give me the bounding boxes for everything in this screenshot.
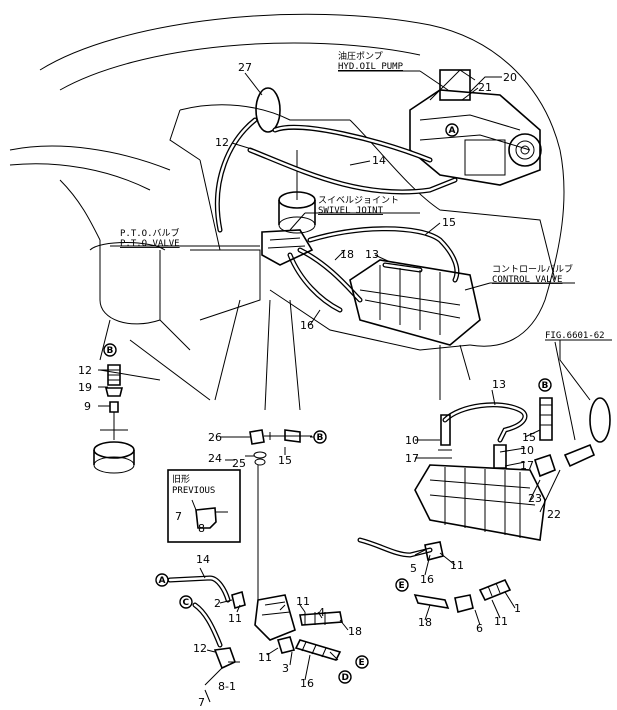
part-6: 6 bbox=[476, 622, 483, 635]
part-13-right: 13 bbox=[492, 378, 506, 391]
text-labels: 油圧ポンプ HYD.OIL PUMP スイベルジョイント SWIVEL JOIN… bbox=[120, 50, 605, 496]
part-1: 1 bbox=[514, 602, 521, 615]
part-18-top: 18 bbox=[340, 248, 354, 261]
ref-a-pump: A bbox=[449, 126, 456, 136]
part-numbers: 20 21 27 12 14 15 18 13 16 12 19 9 26 24… bbox=[78, 61, 561, 709]
ref-b-left: B bbox=[107, 346, 114, 356]
previous-jp-label: 旧形 bbox=[172, 473, 190, 485]
part-8-1: 8-1 bbox=[218, 680, 236, 693]
part-8-prev: 8 bbox=[198, 522, 205, 535]
part-15-right: 15 bbox=[522, 431, 536, 444]
part-16-right: 16 bbox=[420, 573, 434, 586]
bottom-left-hoses bbox=[167, 575, 343, 670]
hoses-top bbox=[214, 117, 460, 313]
ref-d-bottom: D bbox=[342, 673, 349, 683]
part-7-bottom: 7 bbox=[198, 696, 205, 709]
swivel-en-label: SWIVEL JOINT bbox=[318, 206, 384, 216]
ref-a-bottom: A bbox=[159, 576, 166, 586]
ref-e-right: E bbox=[399, 581, 405, 591]
control-valve-top bbox=[349, 259, 481, 346]
part-21: 21 bbox=[478, 81, 492, 94]
swivel-jp-label: スイベルジョイント bbox=[318, 196, 399, 206]
part-12-left: 12 bbox=[78, 364, 92, 377]
part-12-bottom: 12 bbox=[193, 642, 207, 655]
ref-e-bottom: E bbox=[359, 658, 365, 668]
control-jp-label: コントロールバルブ bbox=[492, 263, 573, 275]
part-11-e: 11 bbox=[494, 615, 508, 628]
part-15-top: 15 bbox=[442, 216, 456, 229]
part-23: 23 bbox=[528, 492, 542, 505]
part-2: 2 bbox=[214, 597, 221, 610]
part-14-bottom: 14 bbox=[196, 553, 210, 566]
part-14-top: 14 bbox=[372, 154, 386, 167]
part-3: 3 bbox=[282, 662, 289, 675]
part-10-b: 10 bbox=[520, 444, 534, 457]
part-22: 22 bbox=[547, 508, 561, 521]
part-20: 20 bbox=[503, 71, 517, 84]
part-13-top: 13 bbox=[365, 248, 379, 261]
left-detail bbox=[93, 364, 135, 474]
control-en-label: CONTROL VALVE bbox=[492, 275, 562, 285]
pto-en-label: P.T.O VALVE bbox=[120, 239, 180, 249]
part-11-b: 11 bbox=[296, 595, 310, 608]
part-4: 4 bbox=[318, 606, 325, 619]
previous-box bbox=[167, 469, 241, 543]
pto-jp-label: P.T.O.バルブ bbox=[120, 227, 180, 239]
right-detail bbox=[357, 397, 611, 613]
machine-outline bbox=[9, 13, 565, 411]
part-15-mid: 15 bbox=[278, 454, 292, 467]
part-18-bottom: 18 bbox=[348, 625, 362, 638]
part-7-prev: 7 bbox=[175, 510, 182, 523]
part-16-bottom: 16 bbox=[300, 677, 314, 690]
part-17-b: 17 bbox=[520, 459, 534, 472]
ref-c-bottom: C bbox=[183, 598, 190, 608]
part-12-top: 12 bbox=[215, 136, 229, 149]
part-27: 27 bbox=[238, 61, 252, 74]
part-24: 24 bbox=[208, 452, 222, 465]
swivel-joint bbox=[255, 87, 316, 234]
hyd-pump-jp-label: 油圧ポンプ bbox=[338, 50, 383, 62]
mid-detail bbox=[249, 429, 312, 641]
part-11-a: 11 bbox=[228, 612, 242, 625]
hyd-oil-pump bbox=[409, 69, 542, 186]
part-11-d: 11 bbox=[450, 559, 464, 572]
hyd-pump-en-label: HYD.OIL PUMP bbox=[338, 62, 404, 72]
fig-ref-label: FIG.6601-62 bbox=[545, 331, 605, 341]
part-25: 25 bbox=[232, 457, 246, 470]
ref-circles: A B B A C D E B E bbox=[103, 123, 552, 684]
previous-en-label: PREVIOUS bbox=[172, 486, 215, 496]
ref-b-mid: B bbox=[317, 433, 324, 443]
pto-valve-top bbox=[261, 229, 314, 266]
part-18-right: 18 bbox=[418, 616, 432, 629]
part-17-a: 17 bbox=[405, 452, 419, 465]
part-10-a: 10 bbox=[405, 434, 419, 447]
part-19: 19 bbox=[78, 381, 92, 394]
part-11-c: 11 bbox=[258, 651, 272, 664]
leader-lines bbox=[98, 70, 612, 703]
part-16-top: 16 bbox=[300, 319, 314, 332]
ref-b-right: B bbox=[542, 381, 549, 391]
part-5: 5 bbox=[410, 562, 417, 575]
part-26: 26 bbox=[208, 431, 222, 444]
part-9: 9 bbox=[84, 400, 91, 413]
